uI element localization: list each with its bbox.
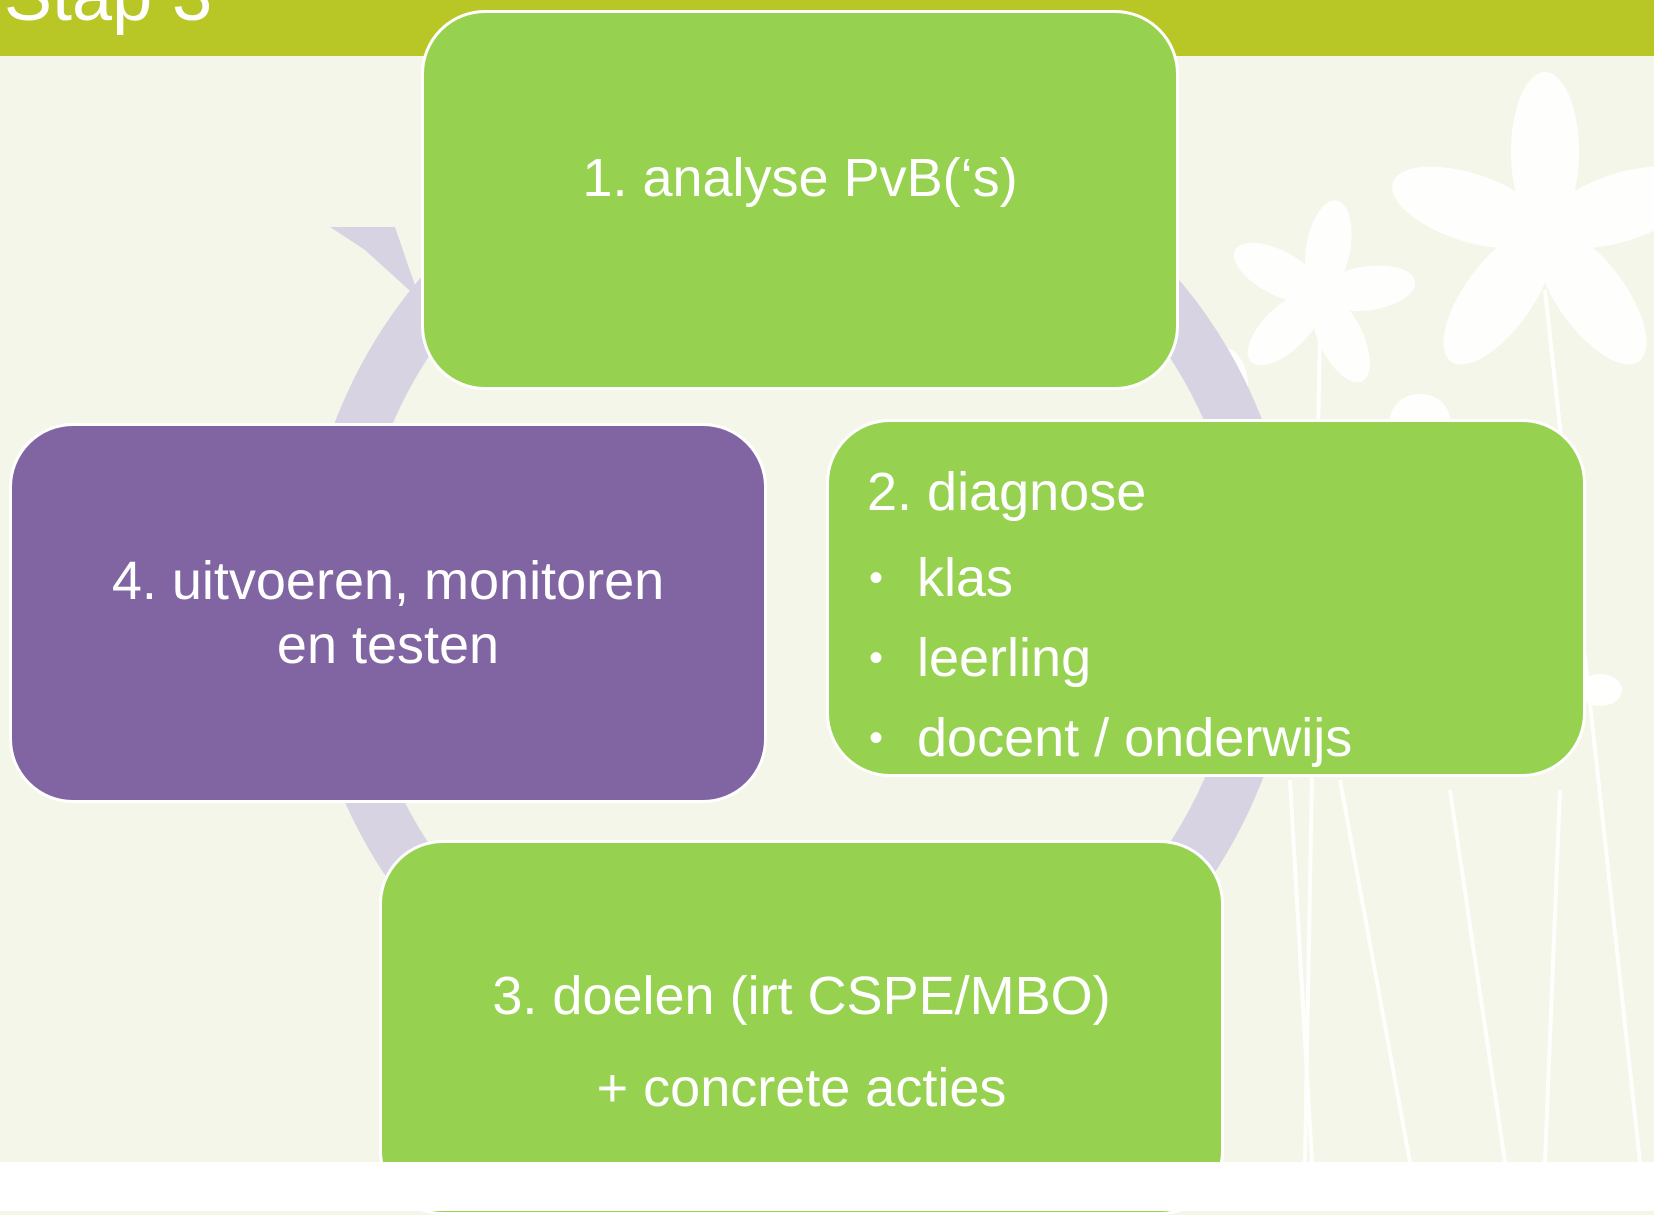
step-2-list: •klas •leerling •docent / onderwijs bbox=[867, 538, 1583, 778]
flower-decoration-icon bbox=[1196, 72, 1654, 706]
bullet-icon: • bbox=[869, 716, 884, 760]
list-item: •docent / onderwijs bbox=[867, 698, 1583, 778]
step-3-box: 3. doelen (irt CSPE/MBO) + concrete acti… bbox=[379, 840, 1224, 1215]
list-item: •leerling bbox=[867, 618, 1583, 698]
cycle-arrow-head-icon bbox=[330, 227, 420, 300]
step-4-box: 4. uitvoeren, monitoren en testen bbox=[9, 423, 767, 803]
step-4-line-2: en testen bbox=[276, 615, 500, 675]
step-3-line-1: 3. doelen (irt CSPE/MBO) bbox=[492, 966, 1111, 1026]
step-1-box: 1. analyse PvB(‘s) bbox=[421, 10, 1179, 390]
step-1-label: 1. analyse PvB(‘s) bbox=[582, 148, 1018, 208]
step-2-box: 2. diagnose •klas •leerling •docent / on… bbox=[826, 419, 1586, 777]
list-item: •klas bbox=[867, 538, 1583, 618]
bullet-icon: • bbox=[869, 636, 884, 680]
slide-title: Stap 3 bbox=[4, 0, 212, 36]
bullet-icon: • bbox=[869, 556, 884, 600]
step-3-line-2: + concrete acties bbox=[596, 1058, 1007, 1118]
step-2-heading: 2. diagnose bbox=[867, 462, 1147, 522]
step-4-line-1: 4. uitvoeren, monitoren bbox=[111, 551, 665, 611]
footer-band bbox=[0, 1162, 1654, 1211]
